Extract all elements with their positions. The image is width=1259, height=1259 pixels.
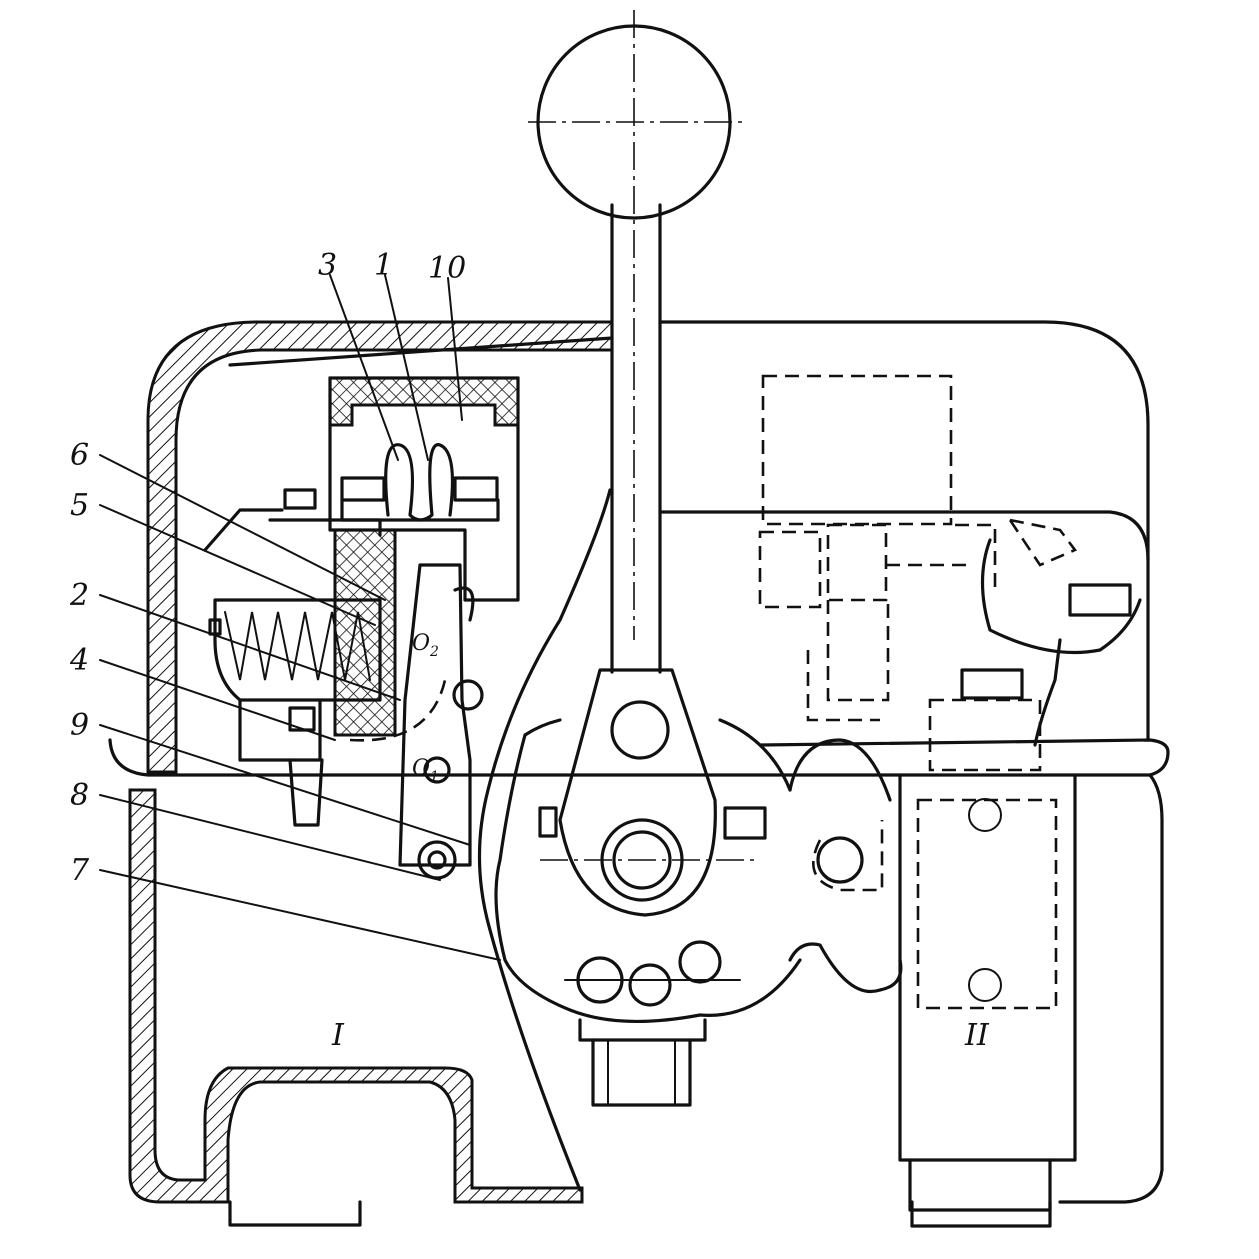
label-9: 9 [70,708,89,743]
separator-curve [477,488,612,1192]
label-3: 3 [318,248,337,283]
right-lower-block [812,773,1077,1212]
label-o2: O2 [412,631,439,660]
handle-lever [610,203,662,674]
label-8: 8 [70,778,89,813]
label-2: 2 [69,578,89,613]
label-o1: O1 [412,756,439,785]
lower-body [108,738,1170,1228]
label-zone-2: II [964,1018,990,1053]
label-zone-1: I [331,1018,345,1053]
housing-cover [146,320,1150,774]
label-10: 10 [428,251,466,286]
control-handle [528,10,745,674]
right-module [758,374,1142,772]
cam-drum [494,718,903,1024]
lower-shaft [578,1018,707,1107]
label-6: 6 [70,438,89,473]
part-labels: 3 1 10 6 5 2 4 9 8 7 I II O2 O1 [69,248,990,1053]
contact-block [328,376,520,602]
label-5: 5 [70,488,89,523]
label-7: 7 [70,853,90,888]
label-1: 1 [374,248,393,283]
label-4: 4 [69,643,89,678]
leader-lines [99,274,501,961]
crank-arm [538,668,767,917]
pivot-arm [349,563,484,880]
